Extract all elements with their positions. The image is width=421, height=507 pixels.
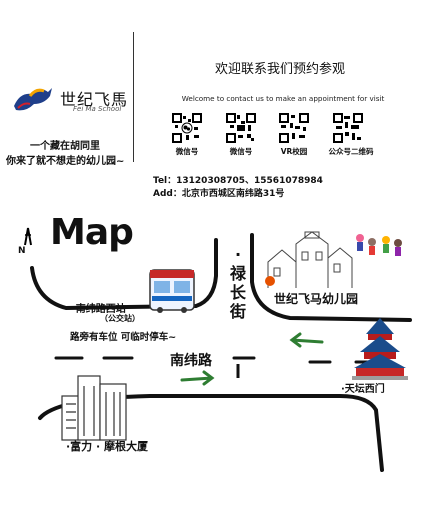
welcome-title: 欢迎联系我们预约参观 bbox=[214, 62, 345, 77]
road-label-nanweilu: 南纬路 bbox=[170, 353, 212, 369]
temple-of-heaven-icon bbox=[352, 318, 408, 380]
welcome-subtitle: Welcome to contact us to make an appoint… bbox=[181, 94, 385, 103]
parking-note: 路旁有车位 可临时停车~ bbox=[70, 332, 177, 343]
school-label[interactable]: 世纪飞马幼儿园 bbox=[274, 292, 359, 306]
road-outline-left bbox=[30, 238, 218, 311]
road-outline-right bbox=[250, 233, 412, 322]
map-title: Map bbox=[50, 212, 134, 253]
qr-label-wechat-2: 微信号 bbox=[229, 147, 253, 156]
qr-label-vr-campus: VR校园 bbox=[280, 147, 308, 156]
arrow-right-icon bbox=[180, 370, 215, 386]
bus-icon bbox=[149, 269, 195, 313]
office-tower-icon bbox=[61, 375, 127, 441]
road-outline-bottom bbox=[38, 394, 384, 472]
horse-logo-icon bbox=[14, 88, 52, 111]
qr-code-icon[interactable] bbox=[226, 113, 256, 143]
vr-campus-qr-code-icon[interactable] bbox=[279, 113, 309, 143]
orange-dot bbox=[265, 276, 275, 286]
bus-stop-sublabel: （公交站） bbox=[100, 314, 140, 323]
logo-subtitle: Fei Ma School bbox=[73, 105, 122, 113]
north-arrow-icon bbox=[24, 227, 32, 246]
logo-name: 世纪飞馬 bbox=[60, 90, 129, 109]
header-divider bbox=[133, 32, 134, 162]
landmark-label-tiantan: ·天坛西门 bbox=[341, 384, 385, 395]
qr-label-wechat-1: 微信号 bbox=[175, 147, 199, 156]
telephone: Tel：13120308705、15561078984 bbox=[153, 176, 323, 186]
slogan-line-1: 一个藏在胡同里 bbox=[30, 141, 100, 152]
children-icon bbox=[356, 234, 402, 256]
school-building-icon bbox=[267, 231, 353, 288]
landmark-label-fuli: ·富力 · 摩根大厦 bbox=[66, 440, 149, 453]
slogan-line-2: 你来了就不想走的幼儿园~ bbox=[6, 156, 125, 167]
arrow-left-icon bbox=[289, 332, 324, 348]
wechat-qr-code-icon[interactable] bbox=[172, 113, 202, 143]
address: Add：北京市西城区南纬路31号 bbox=[153, 189, 285, 199]
bus-stop-label: ·南纬路西站 bbox=[72, 304, 126, 315]
qr-label-official-account: 公众号二维码 bbox=[328, 147, 374, 156]
street-label-luchangjie: ·禄长街 bbox=[229, 245, 246, 321]
road-centre-line bbox=[54, 356, 382, 364]
official-account-qr-code-icon[interactable] bbox=[333, 113, 363, 143]
north-label: N bbox=[18, 246, 26, 256]
